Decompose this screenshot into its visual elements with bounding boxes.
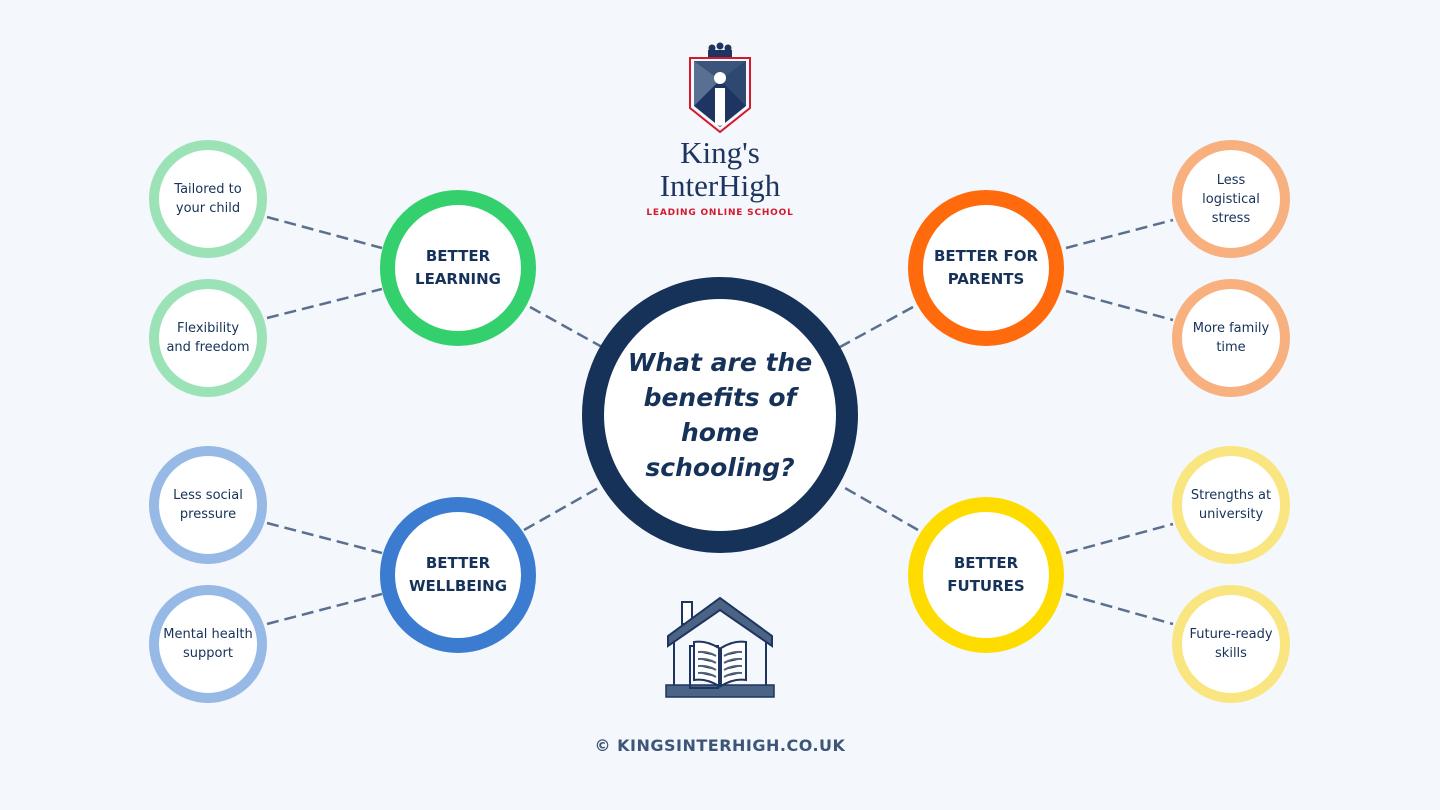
- logo-name-line1: King's: [680, 135, 760, 170]
- logo-name-line2: InterHigh: [659, 168, 781, 203]
- benefit-university: Strengths at university: [1172, 446, 1290, 564]
- category-label-line2: PARENTS: [947, 270, 1025, 288]
- category-better-for-parents: BETTER FOR PARENTS: [908, 190, 1064, 346]
- benefit-label: Tailored to your child: [174, 182, 242, 216]
- kings-interhigh-logo: King's InterHigh LEADING ONLINE SCHOOL: [640, 40, 800, 240]
- benefit-social-pressure: Less social pressure: [149, 446, 267, 564]
- category-label-line2: WELLBEING: [408, 577, 508, 595]
- category-better-learning: BETTER LEARNING: [380, 190, 536, 346]
- footer-website: © KINGSINTERHIGH.CO.UK: [594, 736, 846, 755]
- category-better-wellbeing: BETTER WELLBEING: [380, 497, 536, 653]
- benefit-future-skills: Future-ready skills: [1172, 585, 1290, 703]
- benefit-label: Flexibility and freedom: [166, 321, 250, 355]
- category-label-line2: FUTURES: [947, 577, 1025, 595]
- category-label-line2: LEARNING: [415, 270, 501, 288]
- category-label-line1: BETTER FOR: [933, 247, 1039, 265]
- category-label: BETTER LEARNING: [398, 245, 518, 291]
- logo-tagline: LEADING ONLINE SCHOOL: [646, 208, 794, 218]
- benefit-mental-health: Mental health support: [149, 585, 267, 703]
- benefit-tailored: Tailored to your child: [149, 140, 267, 258]
- crest-icon: [689, 42, 751, 134]
- benefit-logistical-stress: Less logistical stress: [1172, 140, 1290, 258]
- benefit-label: Less social pressure: [173, 488, 243, 522]
- benefit-flexibility: Flexibility and freedom: [149, 279, 267, 397]
- category-better-futures: BETTER FUTURES: [908, 497, 1064, 653]
- category-label-line1: BETTER: [953, 554, 1019, 572]
- category-label-line1: BETTER: [425, 554, 491, 572]
- category-label: BETTER FOR PARENTS: [926, 245, 1046, 291]
- central-question-circle: What are the benefits of home schooling?: [582, 277, 858, 553]
- central-question: What are the benefits of home schooling?: [627, 348, 813, 482]
- benefit-family-time: More family time: [1172, 279, 1290, 397]
- benefit-label: Mental health support: [163, 627, 253, 661]
- category-label-line1: BETTER: [425, 247, 491, 265]
- benefit-label: Future-ready skills: [1189, 627, 1273, 661]
- category-label: BETTER FUTURES: [926, 552, 1046, 598]
- house-book-icon: [665, 596, 775, 698]
- benefit-label: Less logistical stress: [1202, 172, 1260, 226]
- category-label: BETTER WELLBEING: [398, 552, 518, 598]
- benefit-label: Strengths at university: [1190, 488, 1272, 522]
- benefit-label: More family time: [1192, 321, 1270, 355]
